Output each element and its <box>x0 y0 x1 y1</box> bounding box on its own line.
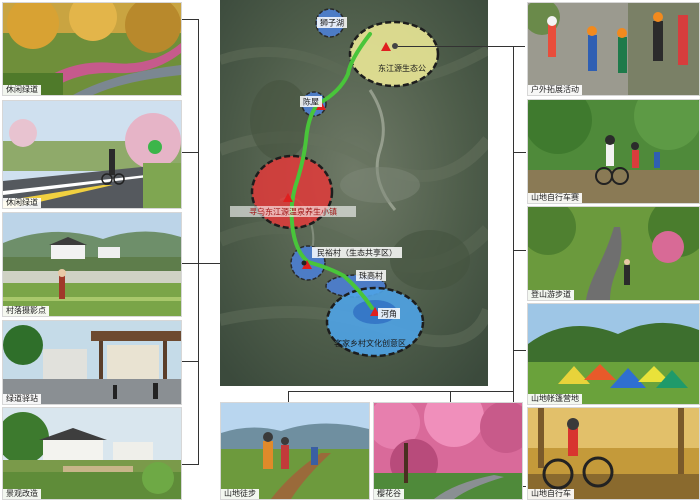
mountain-campsite-image <box>528 304 699 404</box>
photo-label: 户外拓展活动 <box>528 85 582 95</box>
marker-triangle <box>283 193 293 202</box>
photo-label: 樱花谷 <box>374 489 404 499</box>
photo-label: 村落摄影点 <box>3 306 49 316</box>
hiking-trail-image <box>528 207 699 300</box>
park-connector-line <box>398 46 525 47</box>
photo-cherry-valley: 樱花谷 <box>373 402 523 500</box>
label-hakka-culture-zone: 客家乡村文化创意区 <box>334 338 406 348</box>
bottom-connector-tick <box>288 391 289 403</box>
outdoor-climbing-image <box>528 3 699 95</box>
left-connector-tick <box>182 464 199 465</box>
bottom-connector-line <box>288 391 514 392</box>
greenway-station-image <box>3 321 181 404</box>
marker-triangle <box>381 42 391 51</box>
left-connector-tick <box>182 361 199 362</box>
label-chenwu: 陈屋 <box>303 97 319 107</box>
left-connector-tick <box>182 19 199 20</box>
photo-greenway-station: 绿道驿站 <box>2 320 182 405</box>
label-hot-spring-town: 寻乌东江源温泉养生小镇 <box>249 207 337 217</box>
right-connector-tick <box>513 350 526 351</box>
bottom-connector-tick <box>450 391 451 403</box>
greenway-road-cyclist-image <box>3 101 181 208</box>
photo-hiking-trail: 登山游步道 <box>527 206 700 301</box>
label-minyu-village: 民裕村（生态共享区） <box>317 248 397 258</box>
photo-label: 休闲绿道 <box>3 198 41 208</box>
photo-label: 休闲绿道 <box>3 85 41 95</box>
photo-label: 绿道驿站 <box>3 394 41 404</box>
right-connector-tick <box>513 250 526 251</box>
greenway-autumn-image <box>3 3 181 95</box>
photo-label: 山地帐篷营地 <box>528 394 582 404</box>
photo-outdoor-activity: 户外拓展活动 <box>527 2 700 96</box>
village-fields-image <box>3 213 181 316</box>
photo-mountain-hiking: 山地徒步 <box>220 402 370 500</box>
right-connector-line <box>513 46 514 486</box>
photo-label: 山地自行车 <box>528 489 574 499</box>
photo-landscape-renovation: 景观改造 <box>2 407 182 500</box>
photo-leisure-greenway-1: 休闲绿道 <box>2 2 182 96</box>
left-connector-tick <box>182 152 199 153</box>
label-zhugao-village: 珠高村 <box>359 271 383 281</box>
eco-park-zone <box>348 20 440 88</box>
photo-village-photo-spot: 村落摄影点 <box>2 212 182 317</box>
photo-label: 登山游步道 <box>528 290 574 300</box>
marker-dot <box>301 260 307 266</box>
photo-mountain-bike-race: 山地自行车赛 <box>527 99 700 204</box>
mountain-hiking-image <box>221 403 369 499</box>
mountain-biking-image <box>528 408 699 499</box>
left-connector-line <box>198 19 199 464</box>
satellite-map: 狮子湖 东江源生态公 陈屋 寻乌东江源温泉养生小镇 民裕村（生态共享区） 珠高村… <box>217 0 494 386</box>
label-lion-lake: 狮子湖 <box>320 19 344 28</box>
label-hejiao: 河角 <box>381 309 397 319</box>
label-eco-park: 东江源生态公 <box>378 63 426 73</box>
photo-mountain-biking: 山地自行车 <box>527 407 700 500</box>
photo-mountain-campsite: 山地帐篷营地 <box>527 303 700 405</box>
cherry-valley-image <box>374 403 522 499</box>
photo-label: 山地自行车赛 <box>528 193 582 203</box>
marker-triangle <box>370 307 380 316</box>
greenway-route <box>289 32 374 310</box>
marker-triangle <box>302 260 312 269</box>
mountain-bike-race-image <box>528 100 699 203</box>
map-canvas: 狮子湖 东江源生态公 陈屋 寻乌东江源温泉养生小镇 民裕村（生态共享区） 珠高村… <box>217 0 494 386</box>
photo-label: 山地徒步 <box>221 489 259 499</box>
marker-dot <box>392 43 398 49</box>
landscape-renovation-image <box>3 408 181 499</box>
photo-label: 景观改造 <box>3 489 41 499</box>
right-connector-tick <box>513 152 526 153</box>
photo-leisure-greenway-2: 休闲绿道 <box>2 100 182 209</box>
